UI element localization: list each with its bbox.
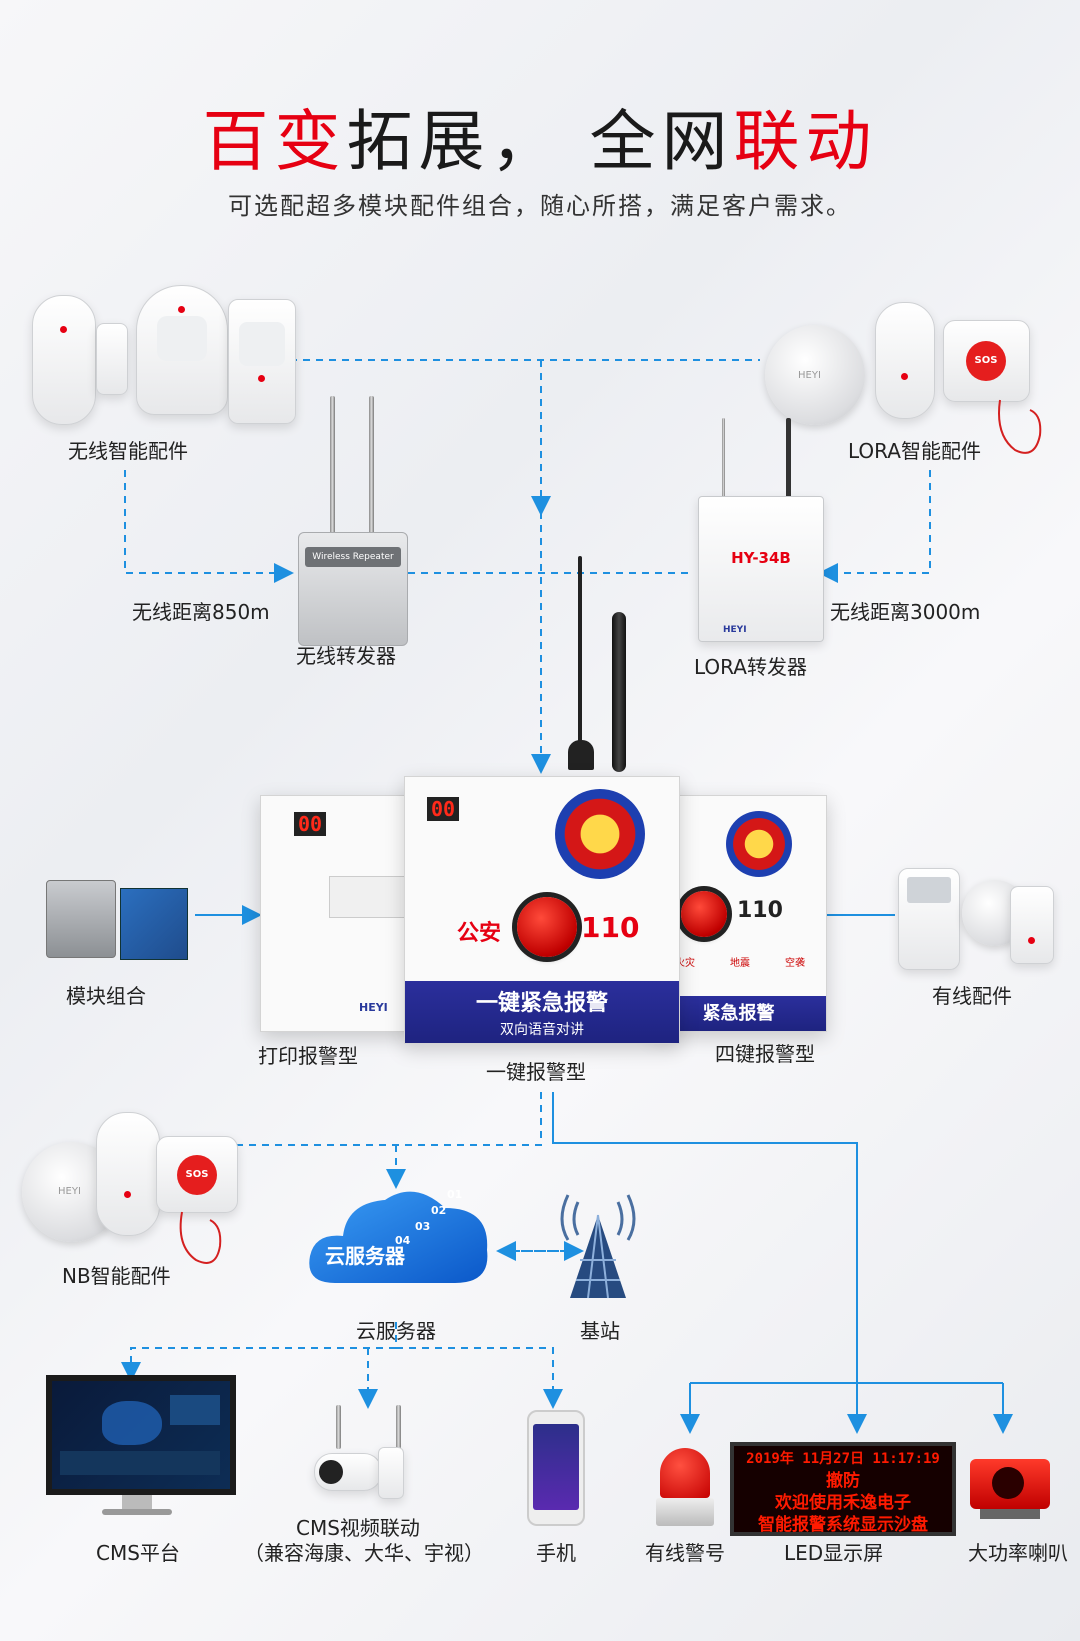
link-cloud-to-cms <box>121 1322 397 1382</box>
label-wireless-accessories: 无线智能配件 <box>68 439 188 463</box>
label-wired-accessories: 有线配件 <box>932 984 1012 1008</box>
label-base-station: 基站 <box>580 1319 620 1343</box>
printer-slot <box>329 876 417 918</box>
link-wireless-to-repeater <box>124 470 294 583</box>
label-cms-platform: CMS平台 <box>96 1541 180 1565</box>
antenna-icon <box>612 612 626 772</box>
link-cloud-to-mobile <box>396 1347 563 1409</box>
nb-accessories-image: HEYI SOS <box>20 1112 238 1277</box>
label-wireless-repeater: 无线转发器 <box>296 644 396 668</box>
one-key-band: 一键紧急报警 <box>475 991 608 1016</box>
label-speaker: 大功率喇叭 <box>968 1541 1068 1565</box>
page-subtitle: 可选配超多模块配件组合，随心所搭，满足客户需求。 <box>228 192 852 220</box>
base-station-icon <box>560 1194 636 1299</box>
sos-icon: SOS <box>966 341 1006 381</box>
wireless-accessories-image <box>32 283 302 433</box>
repeater-plate: Wireless Repeater <box>305 547 401 567</box>
key-fire: 火灾 <box>675 958 695 969</box>
label-lora-accessories: LORA智能配件 <box>848 439 981 463</box>
link-panel-to-led <box>552 1092 867 1434</box>
label-cloud-server: 云服务器 <box>356 1319 436 1343</box>
label-lora-distance: 无线距离3000m <box>830 600 981 624</box>
label-four-key-alarm: 四键报警型 <box>715 1042 815 1066</box>
led-screen-image: 2019年 11月27日 11:17:19 撤防 欢迎使用禾逸电子 智能报警系统… <box>730 1442 956 1536</box>
page-title: 百变拓展， 全网联动 <box>0 88 1080 184</box>
label-wired-siren: 有线警号 <box>645 1541 725 1565</box>
cloud-icon <box>309 1191 488 1283</box>
label-nb-accessories: NB智能配件 <box>62 1264 171 1288</box>
camera-image <box>310 1405 410 1505</box>
police-emblem-icon <box>555 789 645 879</box>
key-quake: 地震 <box>730 958 750 969</box>
antenna-icon <box>330 396 335 536</box>
num-110: 110 <box>581 911 640 944</box>
sos-icon: SOS <box>177 1155 217 1195</box>
police-text: 公安 <box>457 921 502 946</box>
cloud-text: 云服务器 <box>325 1244 405 1268</box>
monitor-screen <box>46 1375 236 1495</box>
label-cms-video-compat: （兼容海康、大华、宇视） <box>244 1541 484 1565</box>
lora-repeater-image: HY-34B HEYI <box>698 496 824 642</box>
label-print-alarm: 打印报警型 <box>258 1044 358 1068</box>
title-part-3: 全网 <box>589 103 734 180</box>
lora-accessories-image: HEYI SOS <box>765 300 1055 465</box>
module-combo-image <box>40 876 190 966</box>
police-emblem-icon <box>726 811 792 877</box>
speaker-image <box>970 1455 1050 1521</box>
wired-accessories-image <box>894 860 1054 970</box>
label-wireless-distance: 无线距离850m <box>132 600 270 624</box>
print-alarm-panel: 00 HEYI <box>260 795 417 1032</box>
cable-icon <box>998 399 1042 454</box>
link-lora-to-repeater <box>818 470 931 583</box>
emergency-button[interactable] <box>517 897 577 957</box>
cloud-server-image: 云服务器 01 02 03 04 <box>305 1178 495 1298</box>
label-cms-video: CMS视频联动 <box>296 1516 420 1540</box>
label-mobile: 手机 <box>536 1541 576 1565</box>
cms-platform-image <box>46 1375 236 1525</box>
link-panel-to-nb <box>225 1092 542 1146</box>
wireless-repeater-image: Wireless Repeater <box>298 532 408 646</box>
siren-image <box>654 1448 716 1528</box>
label-led-screen: LED显示屏 <box>784 1541 884 1565</box>
title-part-1: 百变 <box>202 103 347 180</box>
label-module-combo: 模块组合 <box>66 984 146 1008</box>
title-part-4: 联动 <box>733 103 878 180</box>
label-lora-repeater: LORA转发器 <box>694 655 807 679</box>
voice-talk: 双向语音对讲 <box>500 1022 584 1038</box>
cable-icon <box>179 1211 222 1264</box>
mobile-image <box>527 1410 585 1526</box>
label-one-key-alarm: 一键报警型 <box>486 1060 586 1084</box>
key-ac: 空袭 <box>785 958 805 969</box>
hy34b-label: HY-34B <box>731 549 791 567</box>
one-key-alarm-panel: 00 公安 110 一键紧急报警 双向语音对讲 <box>404 776 680 1044</box>
four-key-band: 紧急报警 <box>651 996 826 1031</box>
title-part-2: 拓展， <box>346 103 563 180</box>
